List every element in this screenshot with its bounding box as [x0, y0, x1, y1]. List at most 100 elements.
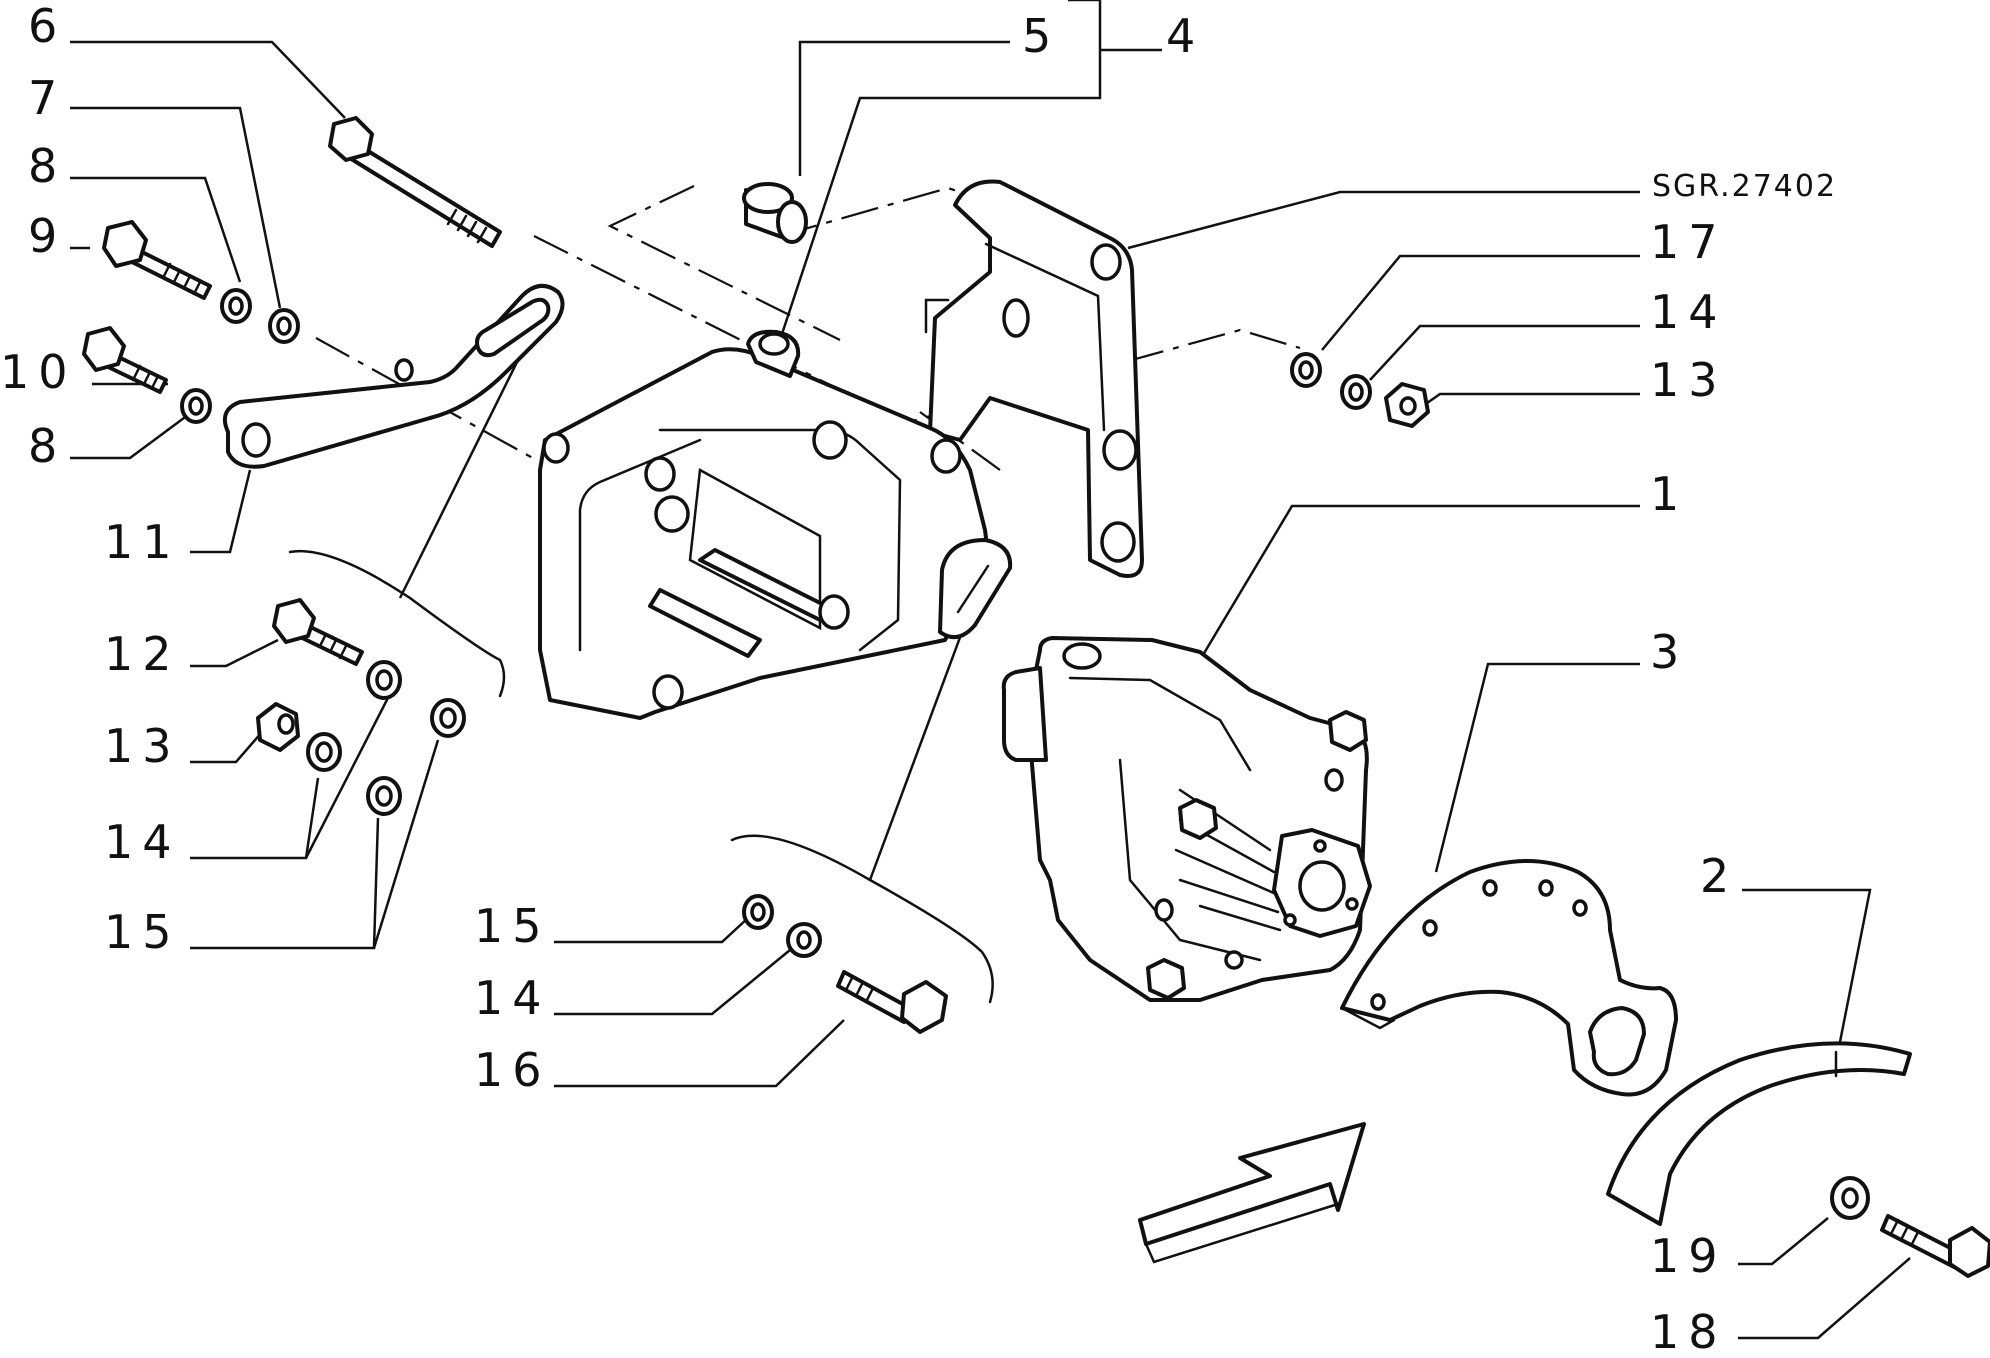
washer-14-left-b-hole	[315, 741, 333, 763]
label-1: 1	[1650, 467, 1688, 521]
bracket-boss-far-left	[542, 432, 570, 464]
shield-slot	[1588, 1006, 1646, 1077]
washer-8-bottom-hole	[188, 396, 204, 416]
shield-hole-2	[1422, 919, 1438, 937]
label-14-center: 14	[474, 971, 551, 1025]
shield-edge	[1340, 1006, 1396, 1030]
washer-15-left-b-hole	[375, 785, 393, 807]
label-18: 18	[1650, 1305, 1727, 1358]
label-7: 7	[28, 71, 66, 125]
leader-4	[778, 0, 1102, 341]
axis-bolt-6	[533, 235, 861, 401]
arm-slot	[475, 297, 551, 358]
bolt-12-head	[272, 598, 316, 644]
washer-14-left-a-hole	[375, 669, 393, 691]
leader-14-left-b	[304, 689, 394, 859]
label-17: 17	[1650, 215, 1727, 269]
pump-outlet-port	[1001, 666, 1048, 762]
leader-18	[1738, 1257, 1911, 1340]
label-4: 4	[1166, 9, 1204, 63]
pump-support-bracket	[538, 329, 1013, 720]
leader-15-center	[554, 917, 749, 944]
pump-bolt-head-c	[1146, 958, 1186, 1000]
washer-15-center-hole	[750, 902, 766, 922]
bolt-9	[102, 220, 212, 300]
leader-12	[190, 638, 279, 668]
bolt-18-head	[1948, 1226, 1990, 1278]
shield-hole-1	[1370, 993, 1386, 1011]
leader-11	[190, 469, 252, 554]
leader-8-top	[70, 176, 242, 283]
leader-group-left	[398, 351, 524, 599]
label-11: 11	[104, 515, 181, 569]
bracket-boss-mid	[644, 456, 676, 492]
shield-hole-3	[1482, 879, 1498, 897]
washer-14-center-hole	[796, 930, 812, 950]
bracket-slot-ear	[938, 538, 1013, 640]
pump-flange-bolt-1	[1313, 839, 1327, 853]
label-15-left: 15	[104, 905, 181, 959]
engine-mount-bracket	[924, 179, 1144, 578]
pulley-shield-3	[1340, 859, 1678, 1097]
label-8-bottom: 8	[28, 419, 66, 473]
label-8-top: 8	[28, 139, 66, 193]
bolt-9-head	[102, 220, 148, 268]
view-direction-arrow	[1138, 1122, 1366, 1264]
mount-edge	[984, 242, 1106, 432]
leader-5	[798, 40, 1010, 176]
leader-15-left-a	[190, 817, 380, 950]
arm-hole-mid	[394, 358, 414, 382]
leader-group-center	[868, 631, 964, 881]
pump-bolt-head-b	[1178, 798, 1218, 840]
leader-lines	[70, 0, 1911, 1340]
callout-labels: 6 7 8 9 10 8 11 12 13 14 15 5 4 SGR.2740…	[0, 0, 1835, 1358]
bracket-slot	[956, 564, 990, 614]
pump-ribs	[1174, 788, 1282, 932]
bolt-12	[272, 598, 364, 666]
bolt-16-thread	[844, 976, 874, 1004]
arm-plate	[223, 284, 565, 469]
leader-15-left-b	[372, 739, 440, 949]
mount-tab	[924, 298, 950, 334]
pump-boss-b	[1224, 950, 1244, 970]
bracket-boss-top	[812, 420, 848, 460]
washer-15-left-a-hole	[439, 707, 457, 729]
axis-nut-13	[879, 328, 1301, 432]
bracket-boss-bottom	[652, 674, 684, 710]
leader-16	[554, 1019, 845, 1088]
pump-boss-c	[1324, 768, 1344, 792]
bolt-12-thread	[318, 632, 348, 660]
bolt-10-head	[82, 326, 126, 372]
label-19: 19	[1650, 1229, 1727, 1283]
guard-arc	[1606, 1041, 1912, 1226]
leader-13-left	[190, 731, 263, 764]
pump-flange-bolt-2	[1345, 897, 1359, 911]
group-brackets	[288, 550, 994, 1004]
bolt-6-head	[328, 116, 374, 162]
mount-plate	[928, 179, 1144, 578]
bolt-16-shank	[836, 970, 912, 1024]
bracket-boss-right	[930, 438, 962, 474]
mount-hole-bottom	[1100, 521, 1136, 563]
bolt-16	[836, 970, 948, 1034]
leader-1	[1198, 504, 1640, 661]
leader-7	[70, 106, 282, 309]
label-14-left: 14	[104, 815, 181, 869]
belt-guard-2	[1606, 1041, 1912, 1226]
label-2: 2	[1700, 849, 1738, 903]
shield-hole-5	[1572, 899, 1588, 917]
label-10: 10	[0, 345, 77, 399]
power-steering-pump	[1001, 636, 1372, 1002]
bracket-top-bush-hole	[758, 332, 790, 356]
leader-14-center	[554, 949, 791, 1016]
washer-7-hole	[276, 316, 292, 336]
pump-edge-top	[1068, 676, 1252, 772]
bolt-6-thread	[446, 208, 488, 244]
nut-13-left-hole	[277, 713, 295, 735]
bracket-center-group	[730, 834, 994, 1004]
mount-hole-lower	[1102, 429, 1138, 471]
bush-5-top	[742, 182, 794, 214]
pump-boss-a	[1154, 898, 1174, 922]
label-16: 16	[474, 1043, 551, 1097]
